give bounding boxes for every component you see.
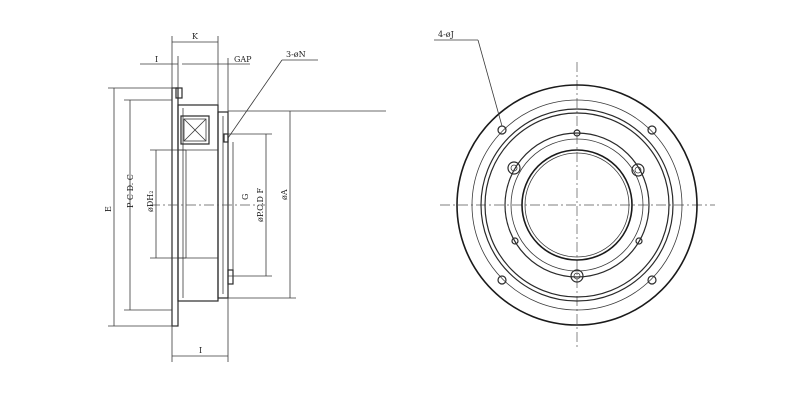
label-dh: øDH₂ xyxy=(146,191,155,212)
side-flange-tab xyxy=(175,87,183,99)
flange-hole-top-right xyxy=(647,125,657,135)
body-inner-circle xyxy=(484,112,670,298)
front-view: 4-øJ xyxy=(434,30,715,348)
bore-circle xyxy=(521,149,633,261)
stud-bottom-core xyxy=(573,272,581,280)
bore-inner-circle xyxy=(524,152,630,258)
label-i-top: I xyxy=(155,55,158,64)
flange-hole-bottom-left xyxy=(497,275,507,285)
label-j-holes: 4-øJ xyxy=(438,30,454,39)
label-pcd-c: P C D. C xyxy=(126,174,135,208)
small-hole-lower-left xyxy=(511,237,519,245)
flange-hole-bottom-right xyxy=(647,275,657,285)
n-leader xyxy=(227,59,283,139)
flange-hole-top-left xyxy=(497,125,507,135)
label-i-bottom: I xyxy=(199,346,202,355)
small-hole-top xyxy=(573,129,581,137)
label-a: øA xyxy=(280,189,289,200)
pcd-f-circle xyxy=(510,138,644,272)
armature-bottom-stud xyxy=(227,269,234,285)
stud-right-core xyxy=(634,166,642,174)
label-e: E xyxy=(104,206,113,212)
coil-box-inner xyxy=(183,118,207,142)
label-k: K xyxy=(192,32,199,41)
j-leader xyxy=(477,39,503,127)
label-gap: GAP xyxy=(234,55,252,64)
armature-top-stud xyxy=(223,133,229,143)
label-pcd-f: øP.C.D F xyxy=(256,188,265,222)
label-n-holes: 3-øN xyxy=(286,50,306,59)
label-g: G xyxy=(241,194,250,200)
side-dimensions: K I GAP 3-øN E P C D. C øDH₂ G xyxy=(104,32,386,362)
stud-left xyxy=(507,161,521,175)
stud-bottom xyxy=(570,269,584,283)
side-view xyxy=(150,87,265,327)
body-circle xyxy=(480,108,674,302)
coil-cross-b xyxy=(183,118,207,142)
side-flange xyxy=(171,87,179,327)
small-hole-lower-right xyxy=(635,237,643,245)
stud-left-core xyxy=(510,164,518,172)
stud-right xyxy=(631,163,645,177)
bolt-pcd-circle xyxy=(471,99,683,311)
coil-box xyxy=(180,115,210,145)
armature-circle xyxy=(504,132,650,278)
outer-flange-circle xyxy=(456,84,698,326)
